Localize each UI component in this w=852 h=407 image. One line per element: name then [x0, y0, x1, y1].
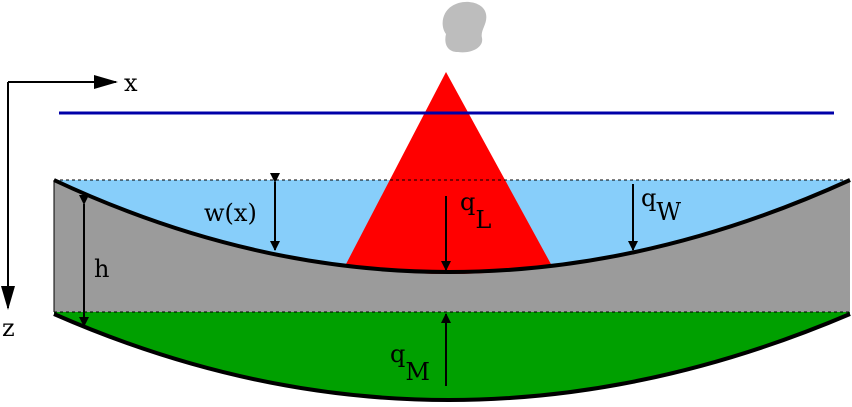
load-force-label: qL	[460, 188, 491, 234]
mantle-force-subscript: M	[405, 358, 430, 386]
mantle-force-symbol: q	[390, 340, 405, 368]
plate-region	[54, 180, 850, 312]
water-force-subscript: W	[656, 198, 681, 226]
load-force-symbol: q	[460, 188, 475, 216]
mantle-force-label: qM	[390, 340, 430, 386]
x-axis-label: x	[124, 69, 138, 97]
plate-bottom-curve	[53, 312, 851, 402]
thickness-label: h	[94, 255, 109, 283]
load-force-subscript: L	[475, 206, 491, 234]
volcano	[345, 72, 552, 274]
water-force-symbol: q	[641, 184, 656, 212]
plate-top-curve	[53, 178, 851, 274]
deflection-label: w(x)	[204, 199, 257, 227]
water-force-label: qW	[641, 184, 681, 226]
z-axis-label: z	[2, 314, 15, 342]
smoke-puff	[442, 1, 487, 53]
